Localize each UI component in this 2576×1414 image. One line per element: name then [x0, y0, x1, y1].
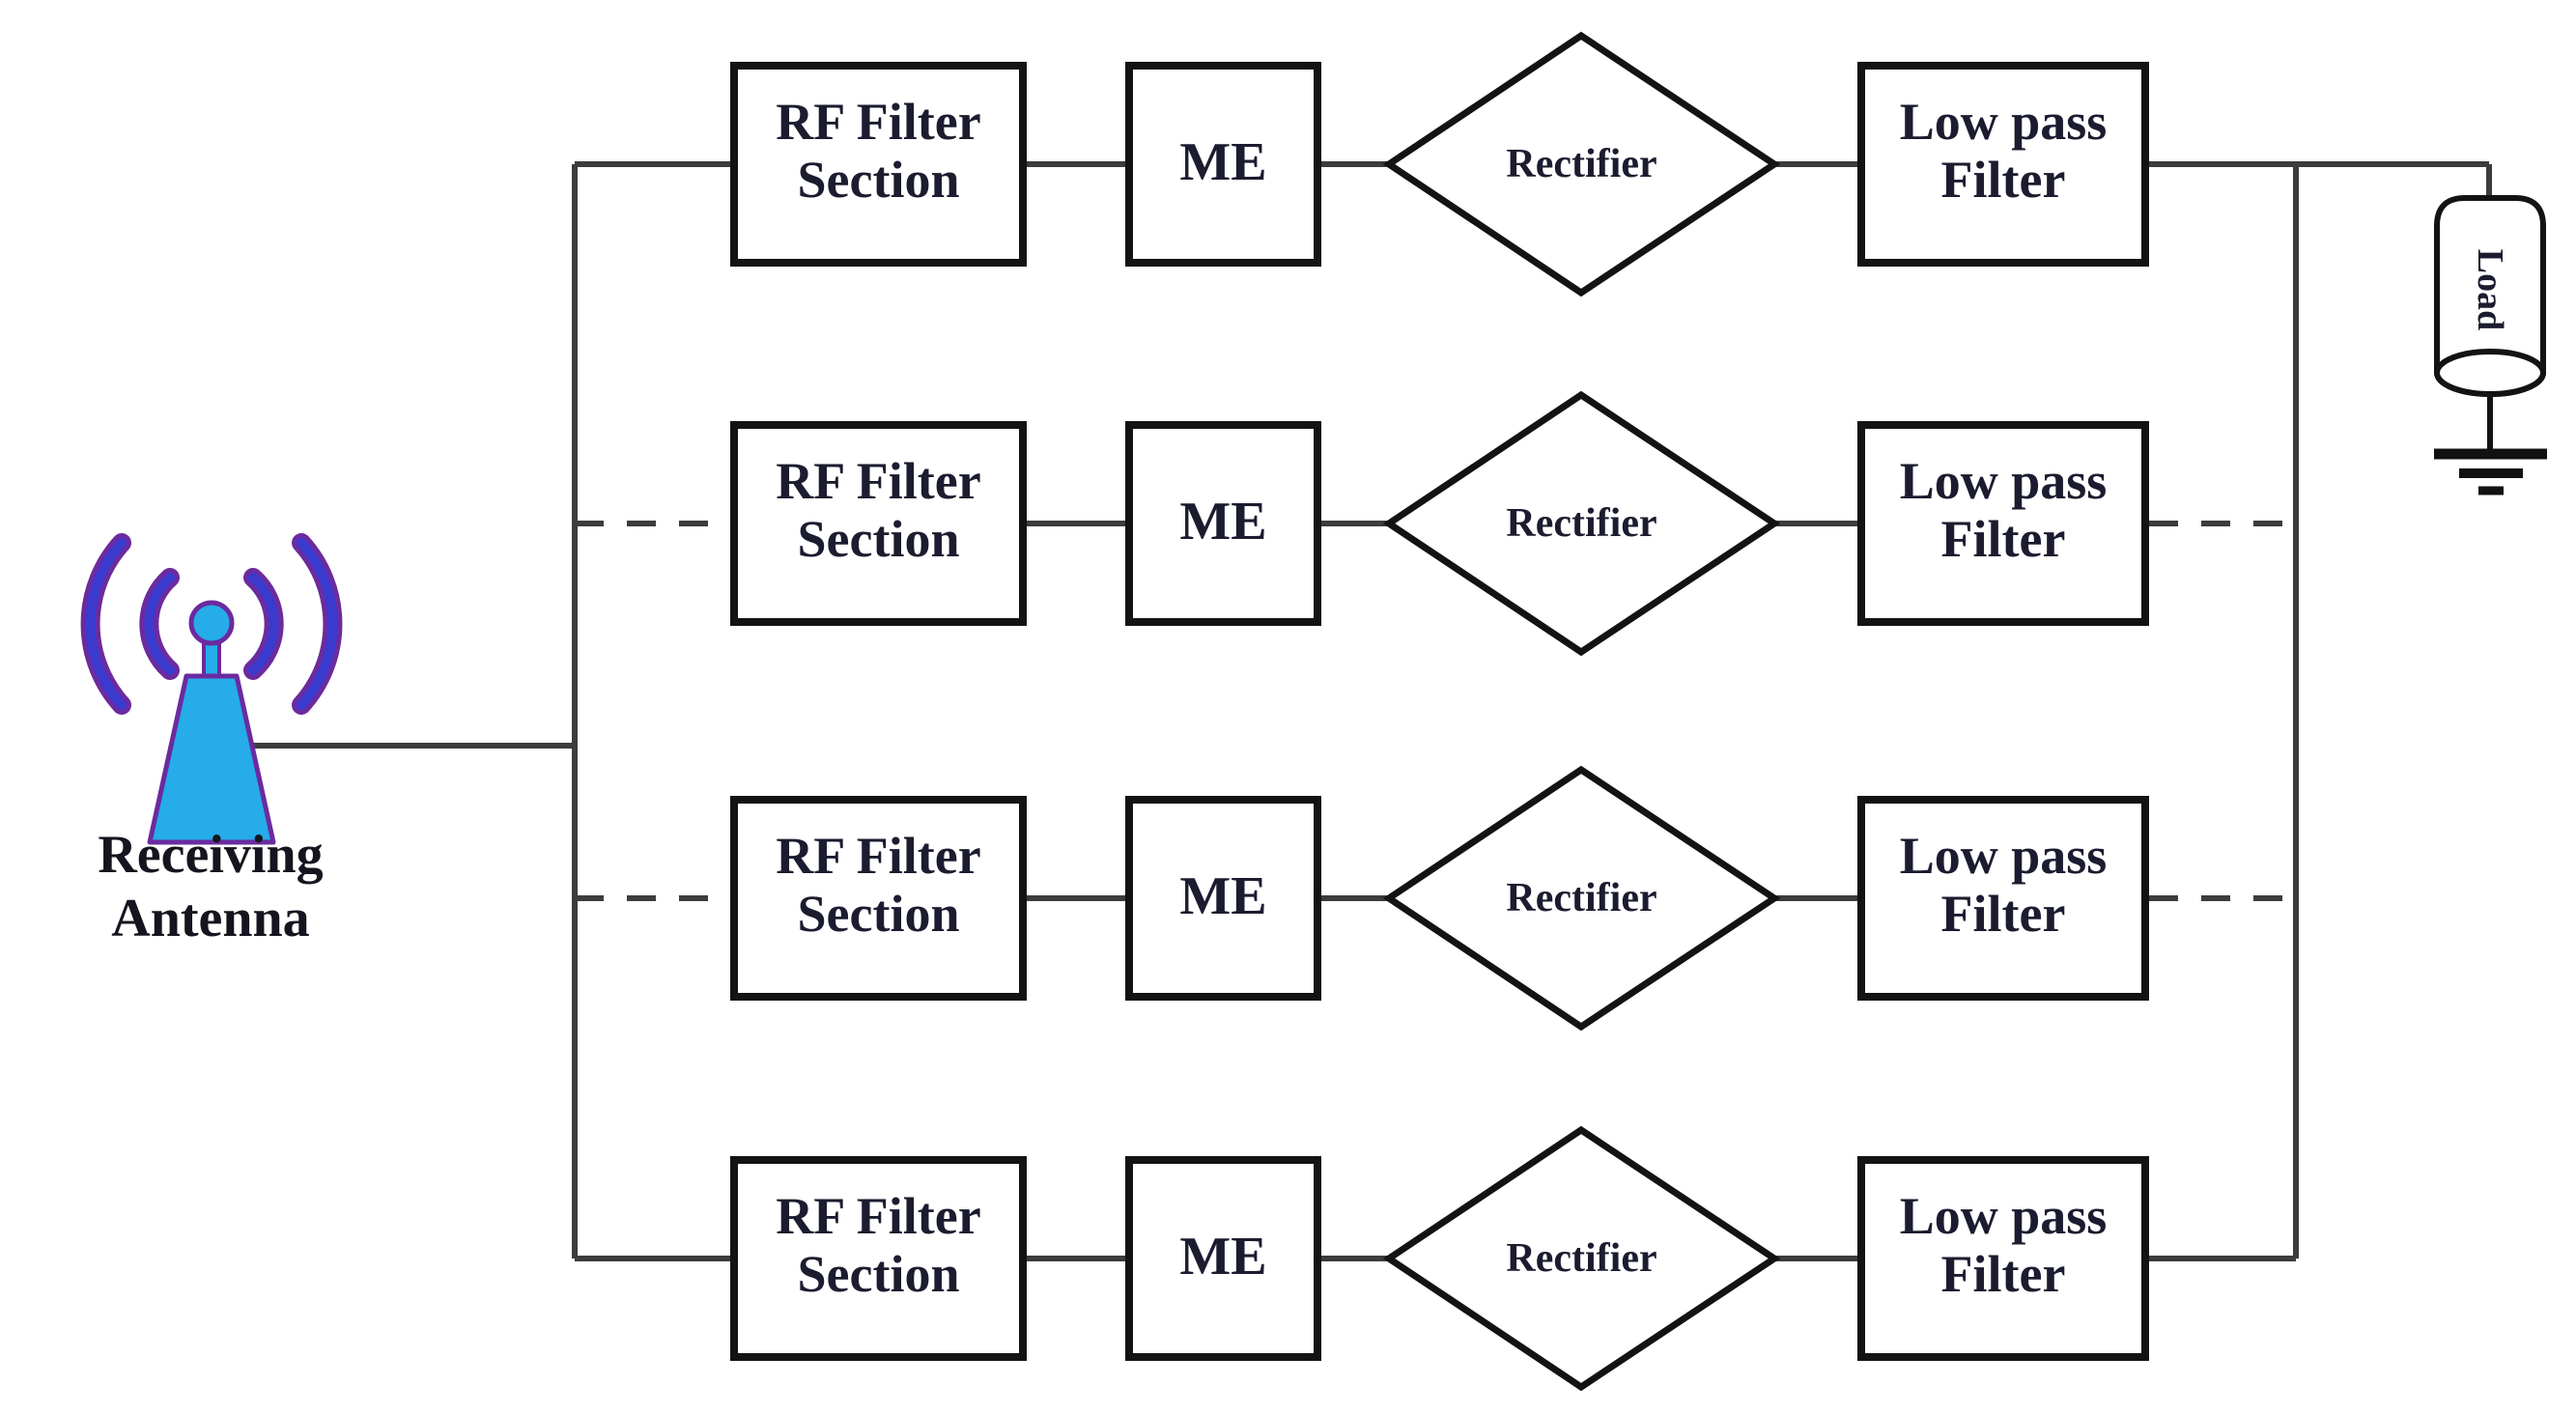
rf-filter-label-line2: Section: [797, 151, 960, 209]
lpf-label-line1: Low pass: [1899, 452, 2108, 510]
me-label: ME: [1179, 1227, 1267, 1287]
lpf-label-line2: Filter: [1940, 510, 2066, 568]
me-box: ME: [1125, 796, 1321, 1001]
rf-filter-label-line1: RF Filter: [776, 452, 981, 510]
lpf-label-line1: Low pass: [1899, 93, 2108, 151]
me-box: ME: [1125, 62, 1321, 267]
rf-filter-box: RF Filter Section: [730, 62, 1027, 267]
low-pass-filter-box: Low pass Filter: [1857, 1156, 2149, 1361]
me-label: ME: [1179, 492, 1267, 551]
me-box: ME: [1125, 1156, 1321, 1361]
rectifier-diamond-4: [1382, 1125, 1781, 1392]
lpf-label-line1: Low pass: [1899, 1187, 2108, 1245]
lpf-label-line1: Low pass: [1899, 827, 2108, 885]
lpf-label-line2: Filter: [1940, 885, 2066, 943]
rectifier-diamond-1: [1382, 31, 1781, 297]
row-1-wires: [575, 161, 2492, 199]
rectifier-diamond-2: [1382, 390, 1781, 657]
load-caption: Load: [2470, 248, 2510, 331]
lpf-label-line2: Filter: [1940, 151, 2066, 209]
rf-filter-box: RF Filter Section: [730, 421, 1027, 626]
rf-filter-label-line1: RF Filter: [776, 93, 981, 151]
rf-filter-label-line1: RF Filter: [776, 1187, 981, 1245]
antenna-caption-line1: Receiving: [98, 825, 324, 885]
antenna-caption: Receiving Antenna: [17, 823, 404, 950]
load-symbol: [2434, 195, 2546, 397]
low-pass-filter-box: Low pass Filter: [1857, 62, 2149, 267]
me-box: ME: [1125, 421, 1321, 626]
rf-filter-label-line2: Section: [797, 885, 960, 943]
low-pass-filter-box: Low pass Filter: [1857, 421, 2149, 626]
antenna-caption-line2: Antenna: [111, 889, 310, 948]
low-pass-filter-box: Low pass Filter: [1857, 796, 2149, 1001]
lpf-label-line2: Filter: [1940, 1245, 2066, 1303]
rf-filter-label-line2: Section: [797, 510, 960, 568]
rf-filter-box: RF Filter Section: [730, 796, 1027, 1001]
ground-icon: [2434, 394, 2547, 495]
receiving-antenna-icon: [80, 533, 343, 845]
rectifier-diamond-3: [1382, 765, 1781, 1032]
rf-filter-box: RF Filter Section: [730, 1156, 1027, 1361]
rf-filter-label-line1: RF Filter: [776, 827, 981, 885]
me-label: ME: [1179, 132, 1267, 192]
me-label: ME: [1179, 866, 1267, 926]
rf-filter-label-line2: Section: [797, 1245, 960, 1303]
wifi-arc-icon: [85, 538, 127, 710]
